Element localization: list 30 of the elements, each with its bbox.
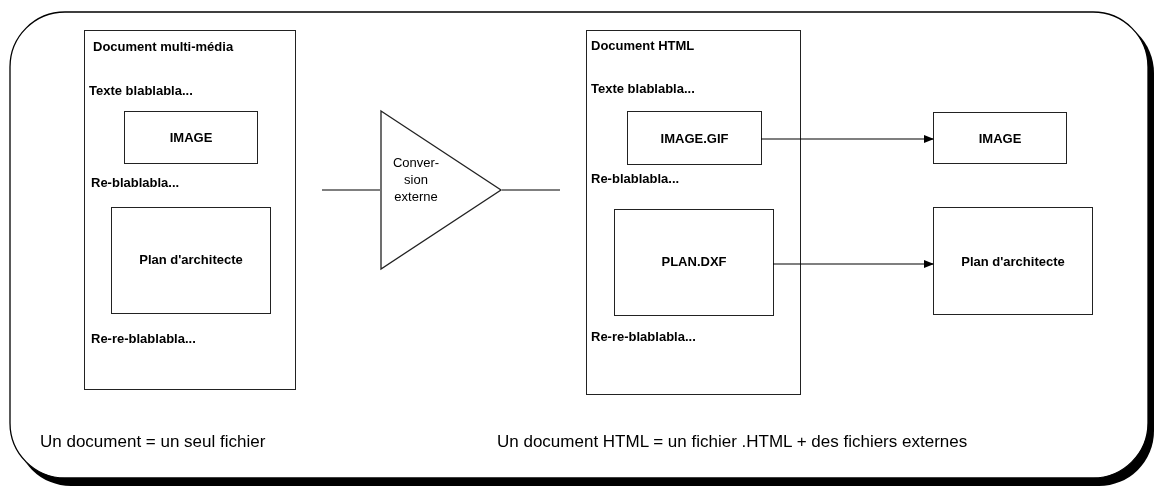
- node-label: IMAGE: [169, 130, 213, 145]
- node-label: IMAGE.GIF: [660, 130, 729, 146]
- content-box: [614, 209, 774, 316]
- node-label: Conver- sion externe: [391, 154, 441, 205]
- document-box: [84, 30, 296, 390]
- body-text: Texte blablabla...: [591, 81, 695, 96]
- content-box: [933, 207, 1093, 315]
- document-box: [586, 30, 801, 395]
- body-text: Re-blablabla...: [591, 171, 680, 186]
- body-text: Re-re-blablabla...: [91, 331, 196, 346]
- connector-line: [321, 189, 381, 191]
- node-label: IMAGE: [978, 130, 1022, 146]
- caption-text: Un document HTML = un fichier .HTML + des fichiers externes: [497, 432, 968, 452]
- document-title: Document HTML: [591, 38, 695, 53]
- connector-line: [501, 189, 561, 191]
- connector-line: [760, 135, 934, 143]
- node-label: Plan d'architecte: [139, 252, 243, 267]
- content-box: [627, 111, 762, 165]
- node-label: Plan d'architecte: [961, 253, 1065, 269]
- body-text: Re-re-blablabla...: [591, 329, 696, 344]
- content-box: [124, 111, 258, 164]
- body-text: Re-blablabla...: [91, 175, 180, 190]
- body-text: Texte blablabla...: [89, 83, 193, 98]
- node-label: PLAN.DXF: [661, 254, 727, 269]
- document-title: Document multi-média: [93, 39, 234, 54]
- content-box: [933, 112, 1067, 164]
- caption-text: Un document = un seul fichier: [40, 432, 266, 452]
- connector-line: [772, 260, 934, 268]
- converter-triangle: [380, 110, 502, 270]
- content-box: [111, 207, 271, 314]
